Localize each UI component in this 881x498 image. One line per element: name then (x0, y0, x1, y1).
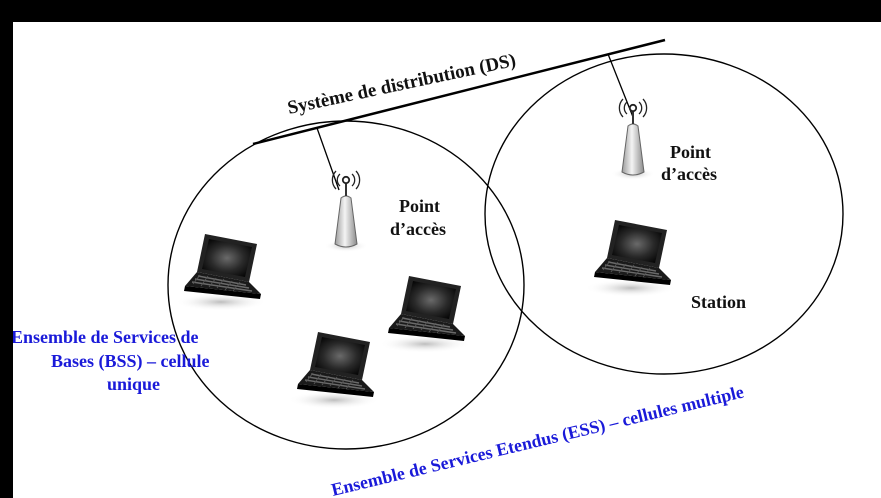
bss-label-line3: unique (107, 374, 160, 394)
ess-label: Ensemble de Services Etendus (ESS) – cel… (329, 382, 746, 498)
access-point-icon (323, 170, 369, 253)
ds-link-left (316, 127, 340, 191)
ap-left-label-line1: Point (399, 196, 440, 216)
wireless-architecture-diagram: Système de distribution (DS) Point d’acc… (13, 38, 844, 498)
laptop-icon (174, 233, 268, 312)
laptop-icon (584, 219, 678, 298)
diagram-canvas: Système de distribution (DS) Point d’acc… (13, 22, 881, 498)
ap-right-label-line1: Point (670, 142, 711, 162)
bss-label-line2: Bases (BSS) – cellule (51, 351, 210, 372)
laptop-icon (378, 275, 472, 354)
distribution-system-line (252, 38, 666, 146)
ds-label: Système de distribution (DS) (286, 50, 518, 119)
bss-label-line1: Ensemble de Services de (13, 327, 198, 347)
ap-right-label-line2: d’accès (661, 164, 717, 184)
ds-link-right (607, 53, 634, 118)
laptop-icon (287, 331, 381, 410)
ap-left-label-line2: d’accès (390, 219, 446, 239)
station-label: Station (691, 292, 746, 312)
bss-cell-circle (167, 120, 525, 450)
access-point-icon (610, 98, 656, 181)
ess-right-cell-circle (484, 53, 844, 375)
